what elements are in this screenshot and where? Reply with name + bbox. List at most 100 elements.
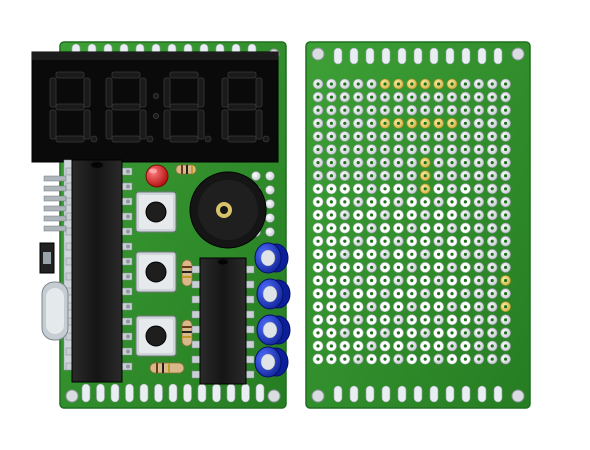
perf-hole	[370, 318, 374, 322]
segment	[111, 135, 141, 143]
perf-hole	[316, 239, 320, 243]
resistor	[149, 362, 185, 374]
perf-hole	[504, 134, 508, 138]
perf-hole	[370, 213, 374, 217]
edge-pad	[397, 47, 407, 65]
perf-hole	[370, 82, 374, 86]
perf-hole	[423, 187, 427, 191]
segment	[255, 109, 263, 140]
perf-hole	[343, 147, 347, 152]
perf-hole	[343, 187, 347, 191]
perf-hole	[490, 187, 494, 191]
perf-hole	[463, 121, 467, 125]
perf-hole	[504, 239, 508, 243]
segment	[139, 77, 147, 108]
right-board	[305, 41, 531, 409]
perf-hole	[343, 331, 347, 335]
perf-hole	[450, 174, 454, 178]
perf-hole	[356, 318, 360, 322]
edge-pad	[365, 47, 375, 65]
pad	[265, 199, 275, 209]
perf-hole	[410, 82, 414, 86]
perf-hole	[410, 239, 414, 243]
perf-hole	[396, 318, 400, 322]
perf-hole	[383, 213, 387, 217]
perf-hole	[463, 331, 467, 335]
perf-hole	[504, 82, 508, 86]
perf-hole	[423, 226, 427, 230]
edge-pad	[241, 383, 250, 403]
perf-hole	[410, 252, 414, 256]
segment	[163, 109, 171, 140]
mount-hole	[311, 47, 325, 61]
perf-hole	[343, 174, 347, 178]
edge-pad	[168, 383, 178, 403]
perf-hole	[316, 331, 320, 335]
perf-hole	[477, 305, 481, 309]
perf-hole	[463, 161, 467, 165]
perf-hole	[343, 200, 347, 204]
solder-point	[126, 364, 130, 369]
perf-hole	[437, 200, 441, 204]
perf-hole	[490, 108, 494, 112]
perf-hole	[423, 121, 427, 125]
edge-pad	[197, 383, 207, 403]
perf-hole	[329, 239, 333, 243]
pad	[265, 171, 275, 181]
edge-pad	[445, 47, 455, 65]
edge-pad	[429, 47, 439, 65]
perf-hole	[504, 331, 508, 335]
perf-hole	[477, 213, 481, 217]
perf-hole	[437, 252, 441, 256]
perf-hole	[477, 318, 481, 322]
perf-hole	[329, 121, 333, 125]
perf-hole	[477, 108, 481, 112]
perf-hole	[504, 278, 508, 283]
perf-hole	[450, 331, 454, 335]
perf-hole	[316, 134, 320, 138]
segment	[227, 103, 257, 111]
perf-hole	[370, 147, 374, 152]
perf-hole	[410, 121, 414, 125]
perf-hole	[504, 252, 508, 256]
perf-hole	[437, 121, 441, 125]
solder-point	[126, 184, 130, 189]
perf-hole	[437, 226, 441, 230]
perf-hole	[490, 200, 494, 204]
perf-hole	[410, 226, 414, 230]
perf-hole	[329, 292, 333, 296]
perf-hole	[383, 305, 387, 309]
perf-hole	[450, 200, 454, 204]
perf-hole	[329, 147, 333, 152]
segment	[55, 103, 85, 111]
pin-header	[43, 175, 67, 232]
perf-hole	[316, 121, 320, 125]
pad	[265, 185, 275, 195]
crystal	[41, 281, 69, 341]
perf-hole	[316, 292, 320, 296]
perf-hole	[490, 226, 494, 230]
perf-hole	[356, 95, 360, 99]
perf-hole	[504, 161, 508, 165]
perf-hole	[370, 134, 374, 138]
perf-hole	[343, 305, 347, 309]
header-pin	[43, 185, 67, 192]
perf-hole	[450, 187, 454, 191]
perf-hole	[477, 226, 481, 230]
perf-hole	[423, 95, 427, 99]
perf-hole	[383, 278, 387, 283]
perf-hole	[463, 239, 467, 243]
segment	[169, 103, 199, 111]
microcontroller-ic	[63, 159, 133, 383]
perf-hole	[396, 200, 400, 204]
perf-hole	[450, 82, 454, 86]
perf-hole	[463, 82, 467, 86]
perf-hole	[437, 239, 441, 243]
perf-hole	[356, 134, 360, 138]
perf-hole	[423, 108, 427, 112]
segment	[221, 109, 229, 140]
perf-hole	[450, 161, 454, 165]
mount-hole	[511, 47, 525, 61]
edge-pad	[212, 383, 221, 403]
perf-hole	[423, 357, 427, 361]
